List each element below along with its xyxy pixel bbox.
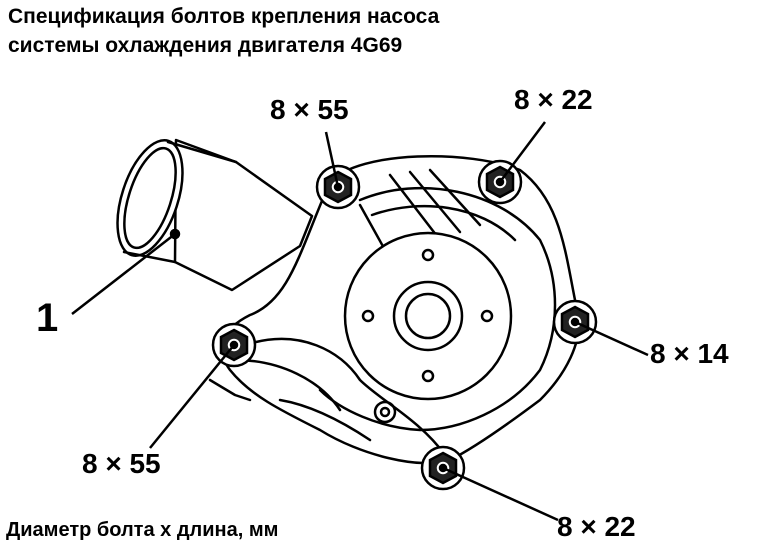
leader-top-left bbox=[324, 131, 340, 188]
pump-flange bbox=[343, 231, 513, 401]
callout-left-bolt: 8 × 55 bbox=[82, 448, 161, 479]
callout-top-left-bolt: 8 × 55 bbox=[270, 94, 349, 125]
leader-left bbox=[149, 344, 235, 449]
pump-hub-outer bbox=[392, 280, 464, 352]
leader-right bbox=[574, 320, 649, 357]
callout-top-right-bolt: 8 × 22 bbox=[514, 84, 593, 115]
title-line-2: системы охлаждения двигателя 4G69 bbox=[8, 34, 403, 57]
leader-top-right bbox=[499, 121, 546, 183]
callout-bottom-bolt: 8 × 22 bbox=[557, 511, 636, 542]
leader-part-1 bbox=[71, 233, 176, 315]
leader-bottom bbox=[442, 466, 559, 522]
title-line-1: Спецификация болтов крепления насоса bbox=[8, 5, 440, 28]
dimension-caption: Диаметр болта х длина, мм bbox=[6, 519, 279, 541]
pump-hub-inner bbox=[404, 292, 452, 340]
callout-right-bolt: 8 × 14 bbox=[650, 338, 729, 369]
inlet-pipe bbox=[116, 138, 314, 292]
diagram-title: Спецификация болтов крепления насоса сис… bbox=[8, 2, 439, 60]
volute-inner bbox=[318, 186, 557, 432]
part-number-label: 1 bbox=[36, 296, 59, 340]
